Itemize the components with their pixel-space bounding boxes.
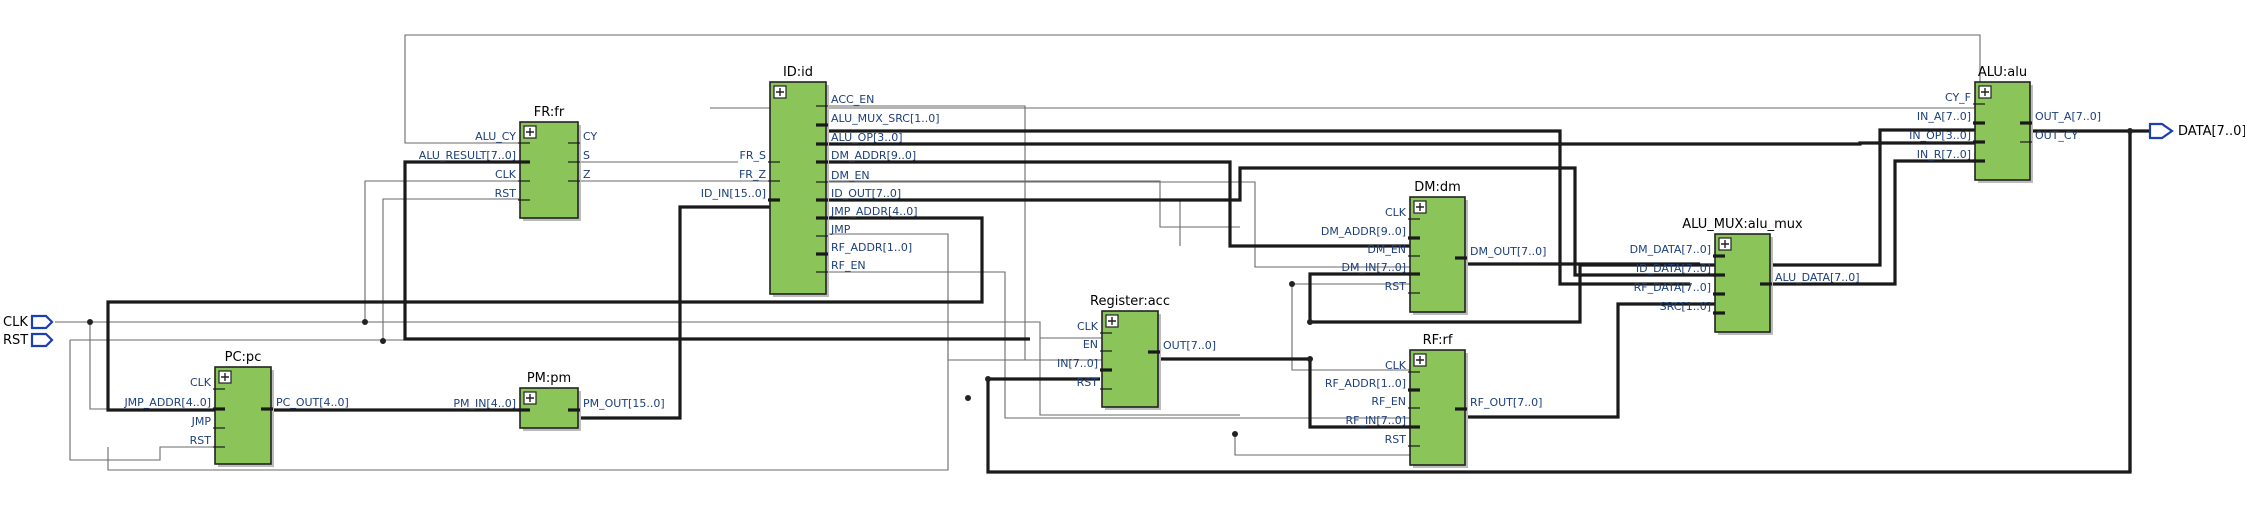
input-port-label: IN_OP[3..0] [1909, 129, 1971, 142]
output-port-label: OUT_A[7..0] [2035, 110, 2101, 123]
input-port-label: IN_A[7..0] [1917, 110, 1971, 123]
input-port-label: ALU_CY [475, 130, 516, 143]
output-port-label: Z [583, 168, 591, 181]
input-port-label: RST [1385, 280, 1407, 293]
output-port-label: PM_OUT[15..0] [583, 397, 665, 410]
output-port-label: PC_OUT[4..0] [276, 396, 349, 409]
block-title: ID:id [783, 65, 813, 80]
block-body[interactable] [1409, 196, 1466, 313]
output-port-label: JMP_ADDR[4..0] [830, 205, 918, 218]
block-title: RF:rf [1423, 333, 1453, 348]
input-port-label: RST [1385, 433, 1407, 446]
block-title: DM:dm [1414, 180, 1461, 195]
output-port-label: DM_EN [831, 169, 870, 182]
input-port-label: JMP [191, 415, 212, 428]
output-port-label: ACC_EN [831, 93, 874, 106]
expand-icon-plus [1721, 240, 1729, 248]
output-port-label: CY [583, 130, 597, 143]
expand-icon-plus [526, 128, 534, 136]
input-port-label: RF_ADDR[1..0] [1325, 377, 1406, 390]
data-output-label: DATA[7..0] [2178, 124, 2245, 139]
expand-icon-plus [776, 88, 784, 96]
block-title: FR:fr [534, 105, 565, 120]
input-port-label: CY_F [1945, 91, 1971, 104]
output-port-label: S [583, 149, 590, 162]
top-level-io: CLK RST DATA[7..0] [3, 122, 2245, 348]
input-port-label: CLK [1385, 359, 1407, 372]
input-port-label: FR_Z [739, 168, 766, 181]
block-title: PM:pm [527, 371, 571, 386]
input-port-label: PM_IN[4..0] [453, 397, 516, 410]
output-port-label: ID_OUT[7..0] [831, 187, 901, 200]
input-port-label: RST [190, 434, 212, 447]
input-port-label: DM_ADDR[9..0] [1321, 225, 1406, 238]
input-port-label: DM_DATA[7..0] [1630, 243, 1711, 256]
input-port-label: DM_IN[7..0] [1341, 261, 1406, 274]
output-port-label: RF_EN [831, 259, 866, 272]
expand-icon-plus [1416, 203, 1424, 211]
input-port-label: SRC[1..0] [1660, 300, 1711, 313]
output-port-label: OUT_CY [2035, 129, 2078, 142]
output-port-label: ALU_OP[3..0] [831, 131, 903, 144]
input-port-label: RF_IN[7..0] [1345, 414, 1406, 427]
input-port-label: IN[7..0] [1057, 357, 1098, 370]
bus-wires [106, 128, 2150, 474]
expand-icon-plus [221, 373, 229, 381]
clk-input-label: CLK [3, 315, 28, 330]
input-port-label: ID_IN[15..0] [701, 187, 766, 200]
rst-input-label: RST [3, 333, 28, 348]
block-title: ALU_MUX:alu_mux [1682, 217, 1803, 232]
block-title: ALU:alu [1978, 65, 2027, 80]
output-port-label: RF_ADDR[1..0] [831, 241, 912, 254]
expand-icon-plus [1108, 317, 1116, 325]
input-port-label: EN [1083, 338, 1098, 351]
input-port-label: ALU_RESULT[7..0] [419, 149, 516, 162]
expand-icon-plus [1981, 88, 1989, 96]
input-port-label: RF_DATA[7..0] [1634, 281, 1711, 294]
input-port-label: CLK [1385, 206, 1407, 219]
rst-input-pin[interactable] [30, 332, 54, 348]
expand-icon-plus [1416, 356, 1424, 364]
output-port-label: ALU_DATA[7..0] [1775, 271, 1860, 284]
block-body[interactable] [769, 81, 827, 295]
input-port-label: FR_S [740, 149, 766, 162]
input-port-label: ID_DATA[7..0] [1636, 262, 1711, 275]
input-port-label: IN_R[7..0] [1917, 148, 1971, 161]
expand-icon-plus [526, 394, 534, 402]
clk-input-pin[interactable] [30, 314, 54, 330]
block-body[interactable] [1974, 81, 2031, 181]
output-port-label: RF_OUT[7..0] [1470, 396, 1542, 409]
data-output-pin[interactable] [2148, 122, 2174, 140]
input-port-label: RST [495, 187, 517, 200]
input-port-label: DM_EN [1367, 243, 1406, 256]
output-port-label: DM_OUT[7..0] [1470, 245, 1546, 258]
block-title: Register:acc [1090, 294, 1170, 309]
output-port-label: OUT[7..0] [1163, 339, 1216, 352]
output-port-label: DM_ADDR[9..0] [831, 149, 916, 162]
block-title: PC:pc [225, 350, 262, 365]
input-port-label: CLK [190, 376, 212, 389]
output-port-label: JMP [830, 223, 851, 236]
output-port-label: ALU_MUX_SRC[1..0] [831, 112, 940, 125]
junction-dots [87, 128, 2133, 437]
input-port-label: JMP_ADDR[4..0] [123, 396, 211, 409]
input-port-label: RF_EN [1371, 395, 1406, 408]
input-port-label: RST [1077, 376, 1099, 389]
input-port-label: CLK [1077, 320, 1099, 333]
input-port-label: CLK [495, 168, 517, 181]
